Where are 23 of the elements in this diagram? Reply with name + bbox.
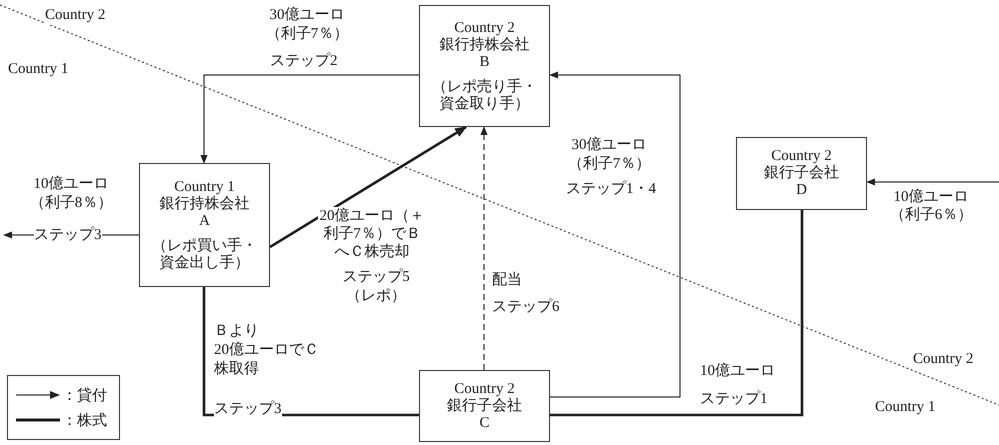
company-box	[736, 137, 867, 210]
arrow	[200, 74, 420, 164]
company-box	[419, 5, 550, 127]
company-name: Country 2 銀行子会社 D	[763, 148, 840, 199]
company-box	[419, 370, 550, 442]
company-box	[139, 163, 270, 287]
role-text: （レポ買い手・資金出し手）	[152, 238, 258, 272]
step-label: ステップ3	[214, 400, 282, 419]
arrow	[269, 126, 468, 248]
region-label: Country 1	[875, 398, 936, 417]
region-label: Country 2	[913, 350, 974, 369]
arrow	[480, 126, 488, 370]
company-name: Country 2 銀行持株会社 B	[438, 20, 530, 70]
connector-line	[550, 210, 804, 416]
role-text: （レポ売り手・資金取り手）	[432, 78, 538, 112]
region-label: Country 2	[45, 6, 106, 25]
arrow	[549, 71, 680, 398]
legend-text: ：株式	[62, 412, 107, 430]
arrow	[866, 178, 999, 186]
legend-text: ：貸付	[62, 386, 107, 404]
company-name: Country 2 銀行子会社 C	[446, 380, 523, 432]
company-name: Country 1 銀行持株会社 A	[158, 178, 250, 230]
region-label: Country 1	[8, 60, 68, 79]
